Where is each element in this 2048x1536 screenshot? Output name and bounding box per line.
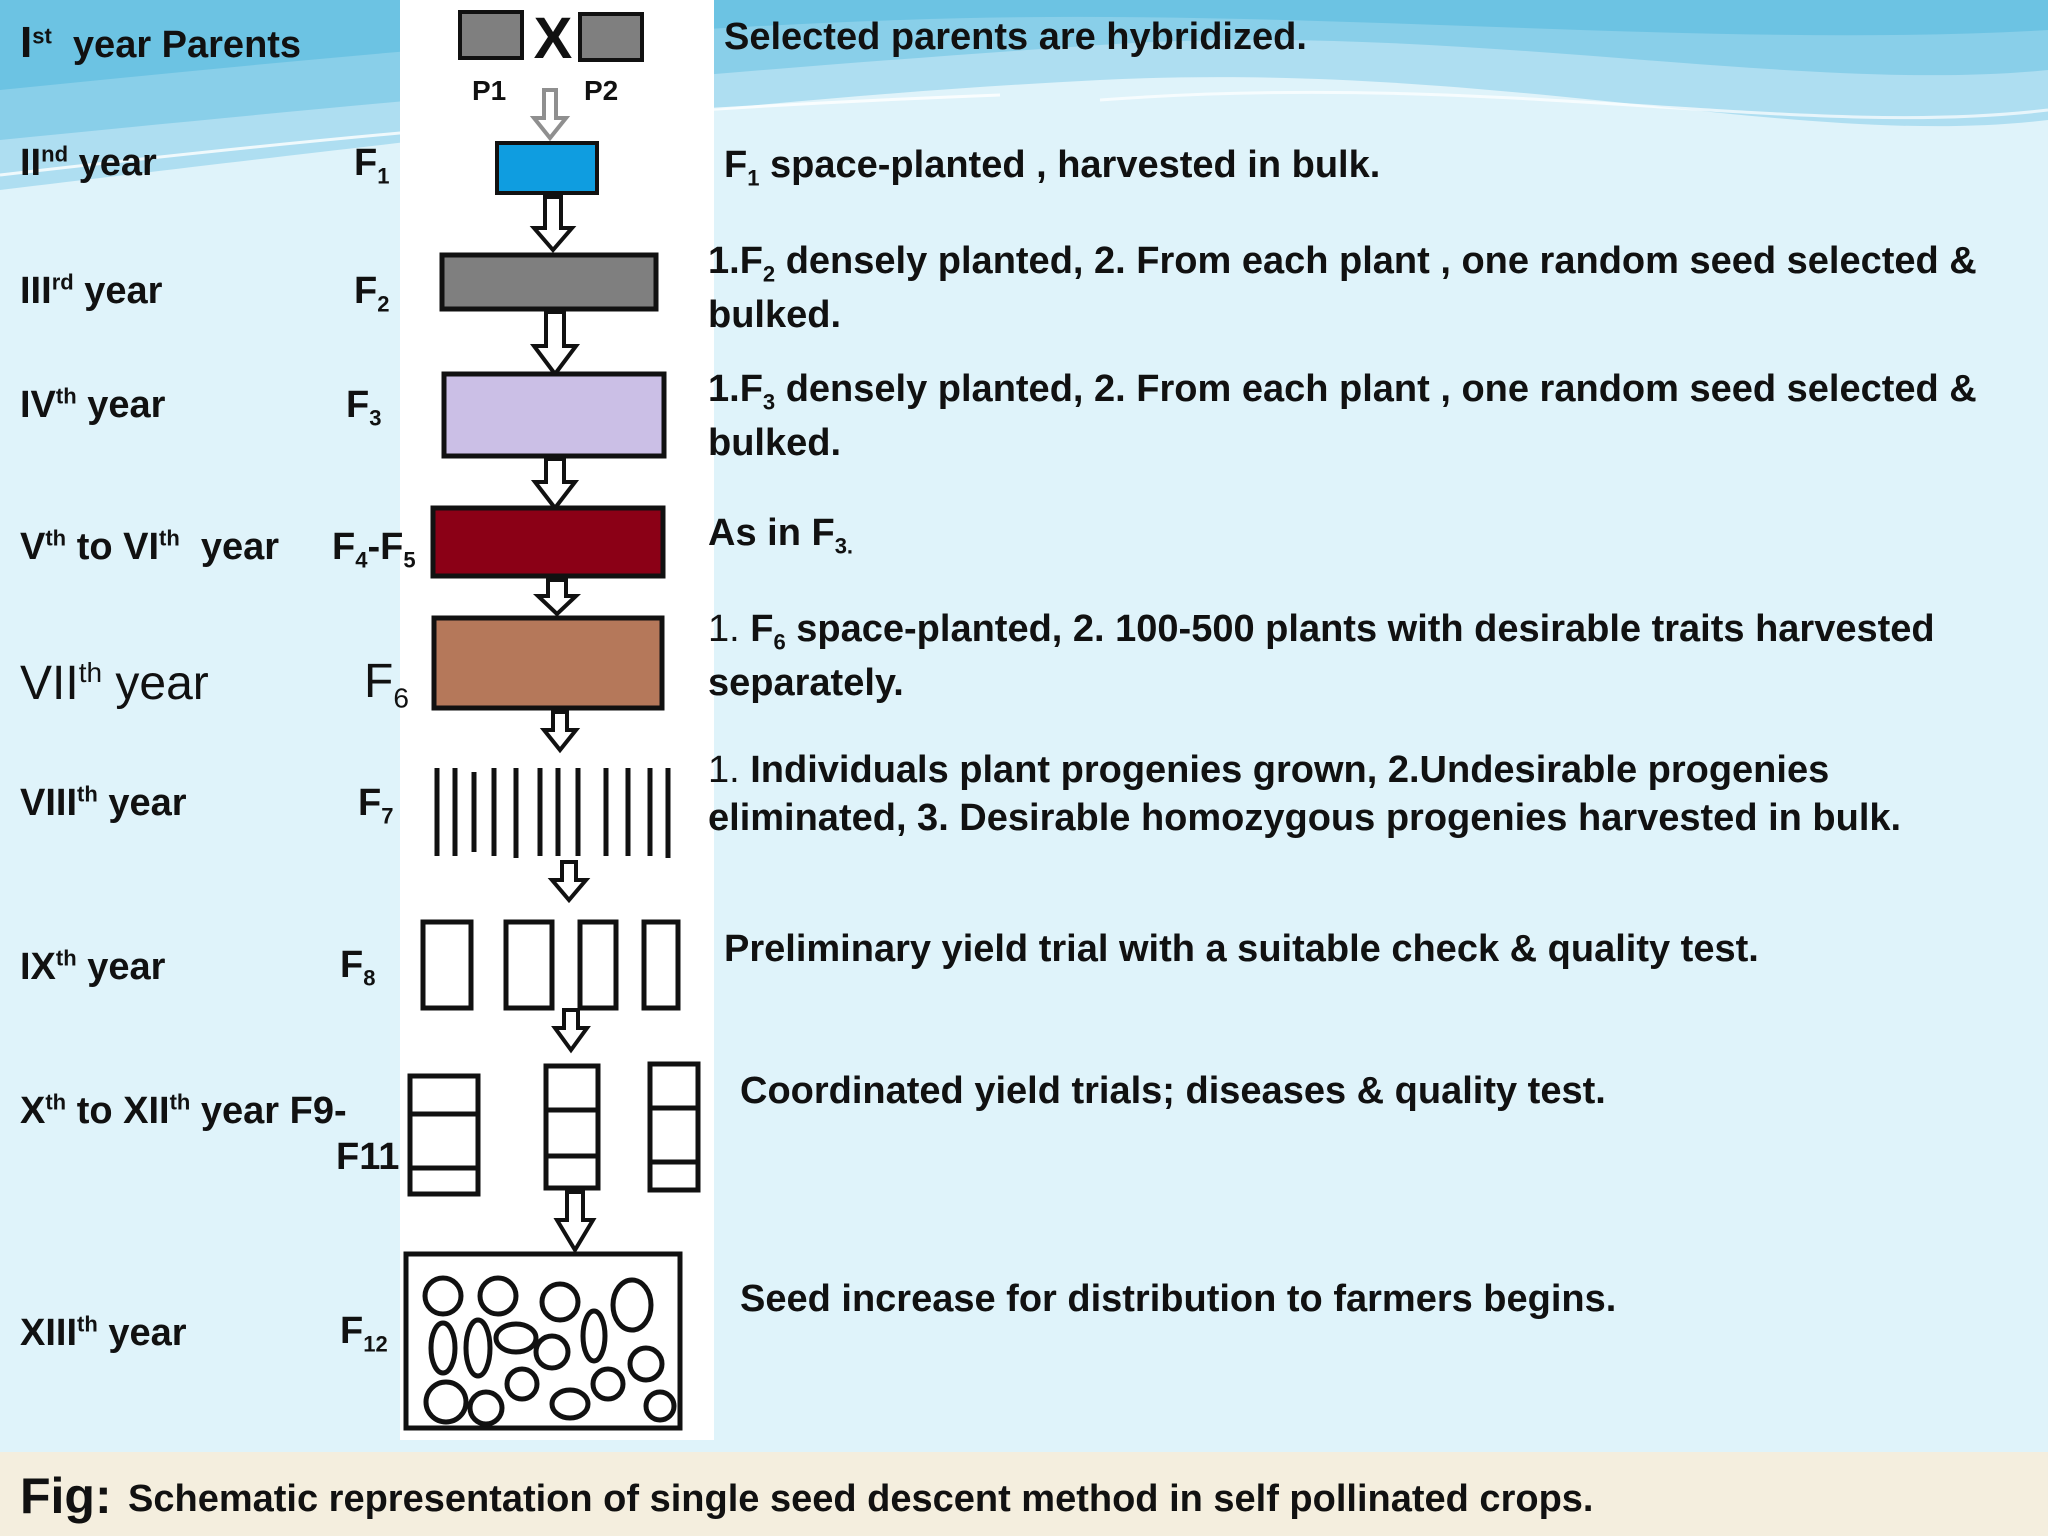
generation-f9-f11: F11: [336, 1136, 400, 1178]
generation-f3: F3: [346, 384, 382, 431]
year-label-6: VIIth year: [20, 657, 209, 710]
f12-seed-lot: [403, 1251, 683, 1431]
f2-box: [439, 252, 659, 312]
f6-box: [431, 615, 665, 711]
f4-f5-box: [430, 505, 666, 579]
year-label-8: IXth year: [20, 945, 166, 988]
year-label-10: XIIIth year: [20, 1311, 187, 1354]
year-label-1: Ist year Parents: [20, 18, 302, 67]
description-5: As in F3.: [708, 512, 854, 559]
description-4: 1.F3 densely planted, 2. From each plant…: [708, 368, 1977, 464]
year-label-9: Xth to XIIth year F9-: [20, 1089, 347, 1132]
generation-f4-f5: F4-F5: [332, 526, 416, 573]
caption-bar: [0, 1452, 2048, 1536]
caption-label: Fig:: [20, 1468, 112, 1524]
arrow-down-icon: [551, 1008, 591, 1054]
parent-p2-label: P2: [584, 75, 618, 106]
description-10: Seed increase for distribution to farmer…: [740, 1278, 1617, 1320]
arrow-down-icon: [530, 310, 580, 378]
arrow-down-icon: [539, 710, 581, 754]
f9-f11-trial-plots: [407, 1061, 701, 1197]
generation-f12: F12: [340, 1310, 388, 1357]
arrow-down-icon: [529, 195, 577, 254]
f3-box: [441, 371, 667, 459]
cross-symbol: X: [534, 6, 573, 71]
generation-f1: F1: [354, 142, 390, 189]
arrow-down-icon: [532, 578, 582, 617]
parent-p2-box: [578, 12, 644, 62]
generation-f8: F8: [340, 944, 376, 991]
f1-box: [495, 141, 599, 195]
description-1: Selected parents are hybridized.: [724, 16, 1307, 58]
parent-p1-box: [458, 10, 524, 60]
year-label-7: VIIIth year: [20, 781, 187, 824]
generation-f2: F2: [354, 270, 390, 317]
description-9: Coordinated yield trials; diseases & qua…: [740, 1070, 1606, 1112]
year-label-5: Vth to VIth year: [20, 525, 280, 568]
year-label-4: IVth year: [20, 383, 166, 426]
generation-f7: F7: [358, 782, 394, 829]
arrow-down-icon: [530, 457, 580, 512]
arrow-down-icon: [529, 88, 571, 142]
generation-f6: F6: [364, 655, 409, 714]
arrow-down-icon: [547, 860, 591, 904]
f8-yield-plots: [420, 919, 681, 1011]
description-6: 1. F6 space-planted, 2. 100-500 plants w…: [708, 608, 1935, 704]
year-label-3: IIIrd year: [20, 269, 163, 312]
f7-progeny-lines: [434, 768, 671, 858]
arrow-down-icon: [553, 1190, 597, 1254]
parent-p1-label: P1: [472, 75, 506, 106]
caption-text: Schematic representation of single seed …: [128, 1478, 1594, 1520]
description-3: 1.F2 densely planted, 2. From each plant…: [708, 240, 1977, 336]
description-2: F1 space-planted , harvested in bulk.: [724, 144, 1381, 191]
year-label-2: IInd year: [20, 141, 157, 184]
description-7: 1. Individuals plant progenies grown, 2.…: [708, 749, 1902, 839]
description-8: Preliminary yield trial with a suitable …: [724, 928, 1759, 970]
